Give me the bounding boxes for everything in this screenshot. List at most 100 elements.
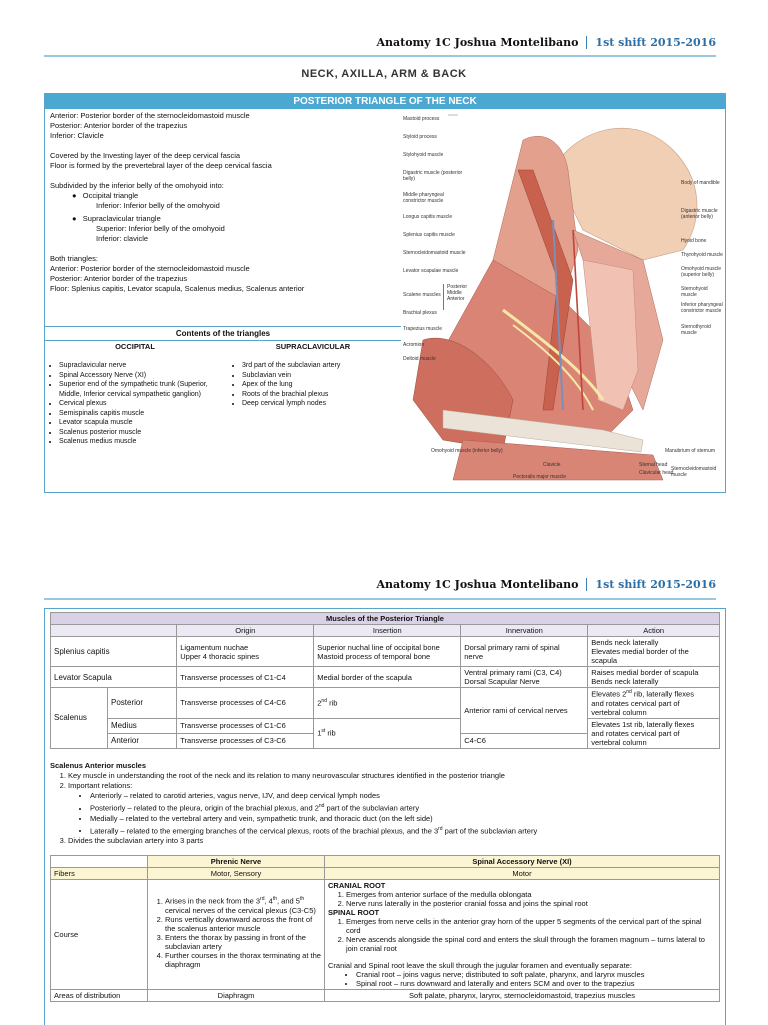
figure-label: Manubrium of sternum xyxy=(665,448,716,454)
scalenus-anterior-notes: Scalenus Anterior muscles Key muscle in … xyxy=(50,761,720,846)
page-title: NECK, AXILLA, ARM & BACK xyxy=(301,68,467,80)
covering-line: Covered by the Investing layer of the de… xyxy=(50,151,241,160)
list-item: Key muscle in understanding the root of … xyxy=(68,771,720,781)
figure-label: Thyrohyoid muscle xyxy=(681,252,723,258)
neck-illustration xyxy=(412,114,698,481)
border-line: Posterior: Anterior border of the trapez… xyxy=(50,121,188,130)
figure-label: Longus capitis muscle xyxy=(403,214,453,220)
both-line: Anterior: Posterior border of the sterno… xyxy=(50,264,250,273)
list-item: Arises in the neck from the 3rd, 4th, an… xyxy=(165,896,321,915)
occipital-header: OCCIPITAL xyxy=(115,342,155,351)
list-item: Runs vertically downward across the fron… xyxy=(165,915,321,933)
supra-superior: Superior: Inferior belly of the omohyoid xyxy=(96,224,225,233)
list-item: Levator scapula muscle xyxy=(59,418,228,428)
list-item: Enters the thorax by passing in front of… xyxy=(165,933,321,951)
occipital-triangle: ● Occipital triangle xyxy=(72,191,139,200)
figure-label: Sternocleidomastoid muscle xyxy=(403,250,466,256)
contents-section: Contents of the triangles OCCIPITAL SUPR… xyxy=(45,326,401,447)
accessory-header: Spinal Accessory Nerve (XI) xyxy=(324,855,720,868)
both-line: Floor: Splenius capitis, Levator scapula… xyxy=(50,284,305,293)
list-item: Nerve ascends alongside the spinal cord … xyxy=(346,935,716,953)
col-header: Action xyxy=(587,624,720,637)
neck-muscles-figure: Mastoid process Styloid process Stylohyo… xyxy=(403,110,723,490)
relation-item: Medially – related to the vertebral arte… xyxy=(90,814,720,824)
list-item: Superior end of the sympathetic trunk (S… xyxy=(59,380,228,399)
figure-label: Trapezius muscle xyxy=(403,326,442,332)
posterior-muscles-box: Muscles of the Posterior Triangle Origin… xyxy=(44,608,726,1025)
list-item: Scalenus medius muscle xyxy=(59,437,228,447)
scalene-group: Scalene muscles Posterior Middle Anterio… xyxy=(403,284,467,310)
figure-label: Splenius capitis muscle xyxy=(403,232,455,238)
shift-label: 1st shift 2015-2016 xyxy=(586,36,716,49)
list-item: Important relations: Anteriorly – relate… xyxy=(68,781,720,836)
figure-label: Levator scapulae muscle xyxy=(403,268,459,274)
figure-label: Pectoralis major muscle xyxy=(513,474,567,480)
list-item: Emerges from nerve cells in the anterior… xyxy=(346,917,716,935)
muscles-table: Muscles of the Posterior Triangle Origin… xyxy=(49,612,720,749)
muscles-table-title: Muscles of the Posterior Triangle xyxy=(50,612,720,625)
list-item: Apex of the lung xyxy=(242,380,401,390)
muscle-name: Splenius capitis xyxy=(49,636,178,667)
figure-label: Brachial plexus xyxy=(403,310,437,316)
contents-lists: Supraclavicular nerve Spinal Accessory N… xyxy=(45,361,401,447)
figure-label: Middle pharyngeal constrictor muscle xyxy=(403,192,444,205)
list-item: Divides the subclavian artery into 3 par… xyxy=(68,836,720,846)
list-item: Subclavian vein xyxy=(242,371,401,381)
author-name: Anatomy 1C Joshua Montelibano xyxy=(376,578,579,591)
list-item: Spinal Accessory Nerve (XI) xyxy=(59,371,228,381)
figure-label: Inferior pharyngeal constrictor muscle xyxy=(681,302,723,315)
both-line: Both triangles: xyxy=(50,254,98,263)
figure-label: Digastric muscle (posterior belly) xyxy=(403,170,463,183)
list-item: Emerges from anterior surface of the med… xyxy=(346,890,716,899)
phrenic-course-list: Arises in the neck from the 3rd, 4th, an… xyxy=(151,896,321,969)
triangle-borders: Anterior: Posterior border of the sterno… xyxy=(50,111,390,294)
notes-title: Scalenus Anterior muscles xyxy=(50,761,147,770)
col-header: Origin xyxy=(176,624,315,637)
occipital-inferior: Inferior: Inferior belly of the omohyoid xyxy=(96,201,220,210)
contents-headers: OCCIPITAL SUPRACLAVICULAR xyxy=(45,342,401,351)
page-header-2: Anatomy 1C Joshua Montelibano 1st shift … xyxy=(376,578,716,591)
scalene-parts: Posterior Middle Anterior xyxy=(443,284,467,310)
supra-header: SUPRACLAVICULAR xyxy=(275,342,351,351)
nerves-table: Phrenic Nerve Spinal Accessory Nerve (XI… xyxy=(50,855,720,1002)
table-row: Scalenus Posterior Transverse processes … xyxy=(50,687,720,749)
figure-label: Sternocleidomastoid muscle xyxy=(671,466,717,478)
muscle-name: Levator Scapula xyxy=(49,666,178,688)
list-item: Roots of the brachial plexus xyxy=(242,390,401,400)
posterior-triangle-box: POSTERIOR TRIANGLE OF THE NECK Anterior:… xyxy=(44,93,726,493)
supra-list: 3rd part of the subclavian artery Subcla… xyxy=(228,361,401,447)
table-row: Levator Scapula Transverse processes of … xyxy=(49,666,720,688)
corner-cell xyxy=(49,624,178,637)
notes-list: Key muscle in understanding the root of … xyxy=(50,771,720,846)
figure-label: Posterior xyxy=(447,284,468,290)
list-item: Nerve runs laterally in the posterior cr… xyxy=(346,899,716,908)
author-name: Anatomy 1C Joshua Montelibano xyxy=(376,36,579,49)
relation-item: Posteriorly – related to the pleura, ori… xyxy=(90,801,720,814)
table-row: Fibers Motor, Sensory Motor xyxy=(50,867,720,880)
border-line: Inferior: Clavicle xyxy=(50,131,104,140)
header-rule xyxy=(44,598,716,600)
figure-label: Clavicle xyxy=(543,462,561,468)
relation-item: Laterally – related to the emerging bran… xyxy=(90,824,720,837)
supra-inferior: Inferior: clavicle xyxy=(96,234,149,243)
col-header: Insertion xyxy=(313,624,462,637)
figure-label: Deltoid muscle xyxy=(403,356,436,362)
figure-label: Sternal head xyxy=(639,462,668,468)
figure-label: Styloid process xyxy=(403,134,437,140)
cranial-list: Emerges from anterior surface of the med… xyxy=(328,890,716,908)
figure-label: Anterior xyxy=(447,296,465,303)
list-item: Cervical plexus xyxy=(59,399,228,409)
phrenic-header: Phrenic Nerve xyxy=(147,855,325,868)
figure-label: Digastric muscle (anterior belly) xyxy=(681,208,718,221)
table-row: Anterior Transverse processes of C3-C6 C… xyxy=(51,732,720,749)
figure-label: Sternothyroid muscle xyxy=(681,324,711,337)
figure-label: Middle xyxy=(447,290,462,297)
list-item: Further courses in the thorax terminatin… xyxy=(165,951,321,969)
list-item: Cranial root – joins vagus nerve; distri… xyxy=(356,970,716,979)
page-header: Anatomy 1C Joshua Montelibano 1st shift … xyxy=(376,36,716,49)
figure-label: Sternohyoid muscle xyxy=(681,286,708,299)
figure-label: Mastoid process xyxy=(403,116,440,122)
col-header: Innervation xyxy=(460,624,589,637)
list-item: 3rd part of the subclavian artery xyxy=(242,361,401,371)
right-labels: Body of mandible Digastric muscle (anter… xyxy=(681,180,723,340)
